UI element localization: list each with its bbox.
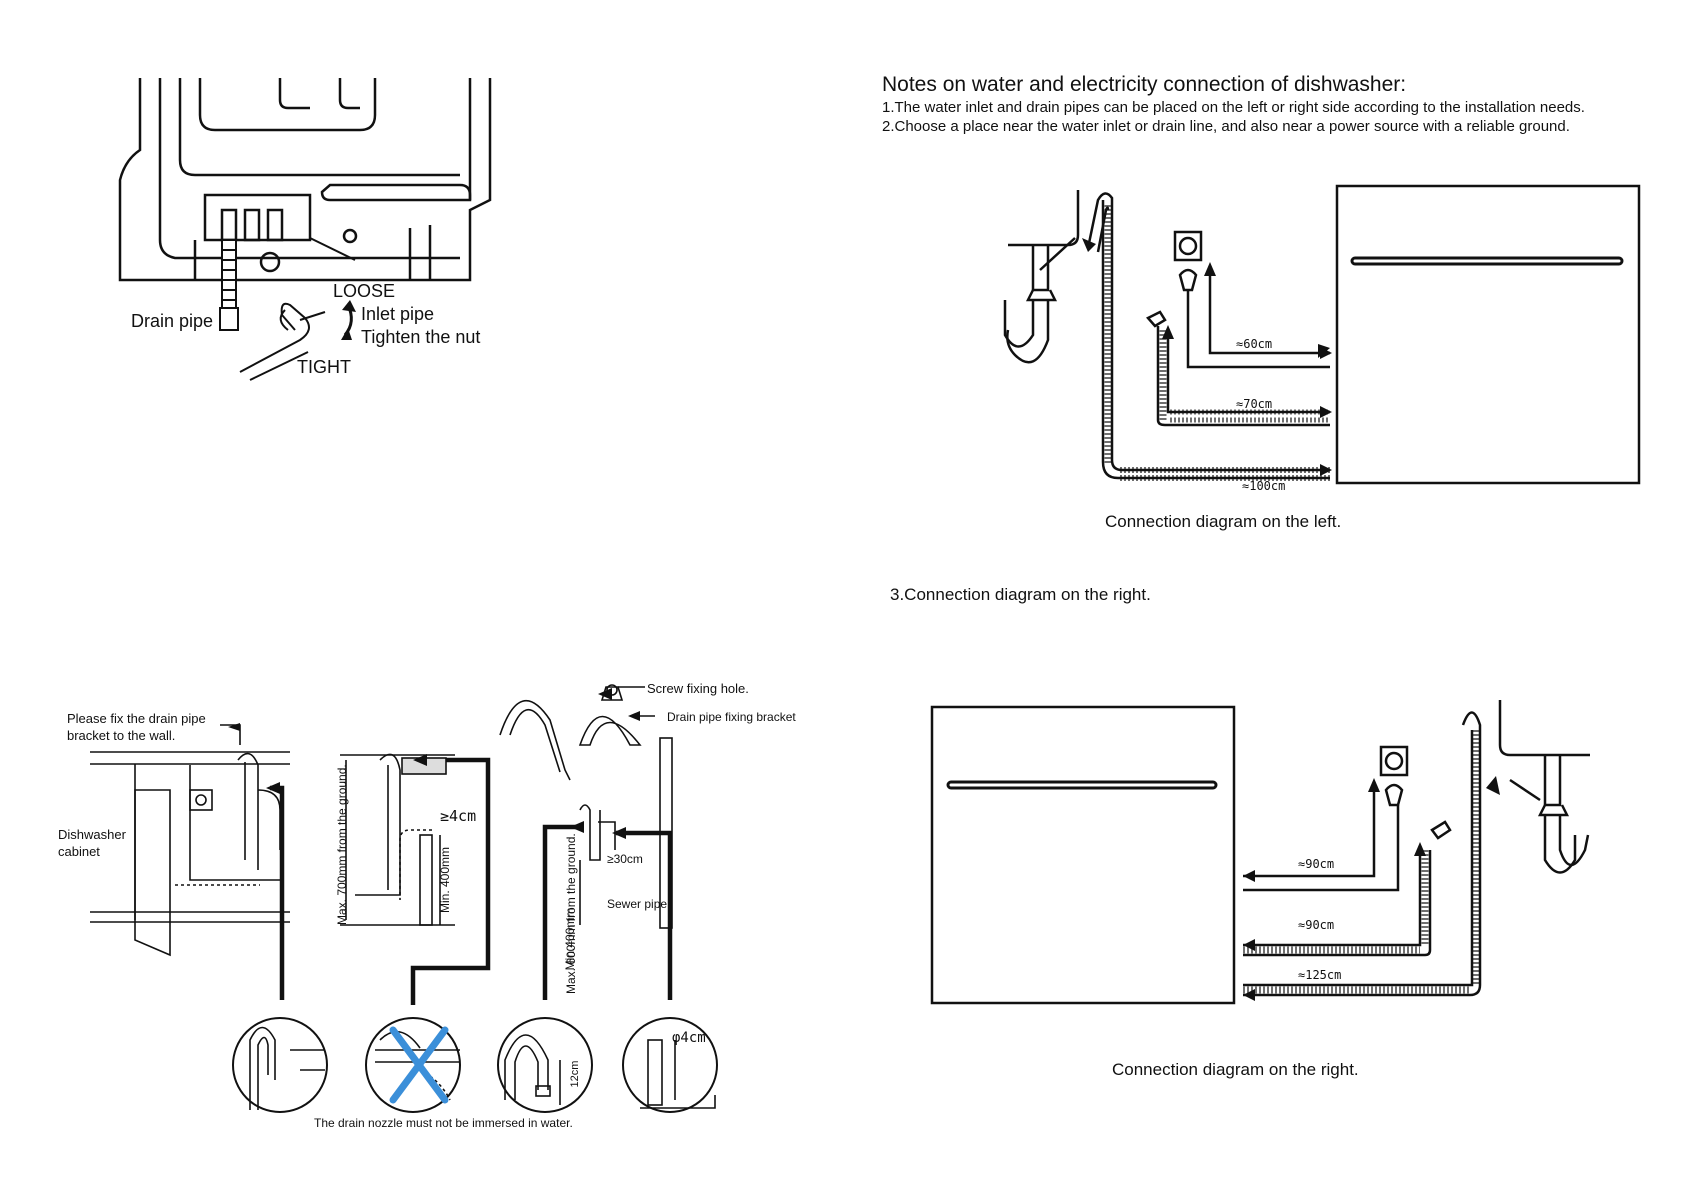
immersion-note: The drain nozzle must not be immersed in… [314, 1116, 573, 1130]
dishwasher-back-panel-illustration [118, 78, 492, 381]
note-item-1: 1.The water inlet and drain pipes can be… [882, 99, 1585, 116]
left-connection-illustration [1003, 184, 1641, 485]
min-400-label: Min. 400mm [438, 846, 452, 914]
loose-label: LOOSE [333, 281, 396, 301]
cabinet-label-line2: cabinet [58, 844, 100, 859]
dishwasher-box-right [930, 705, 1236, 1005]
drain-installation-illustration [90, 684, 718, 1113]
tight-label: TIGHT [297, 357, 351, 377]
right-dist-inlet: ≈90cm [1298, 918, 1335, 932]
bracket-note-line1: Please fix the drain pipe [67, 711, 206, 726]
left-dist-drain: ≈100cm [1242, 479, 1286, 493]
diameter-4cm-label: φ4cm [672, 1030, 706, 1046]
note-item-2: 2.Choose a place near the water inlet or… [882, 118, 1570, 135]
left-diagram-caption: Connection diagram on the left. [1105, 512, 1342, 531]
cabinet-label-line1: Dishwasher [58, 827, 126, 842]
screw-hole-label: Screw fixing hole. [647, 681, 749, 696]
dishwasher-box [1335, 184, 1641, 485]
note-item-3: 3.Connection diagram on the right. [890, 585, 1151, 604]
right-diagram-caption: Connection diagram on the right. [1112, 1060, 1359, 1079]
max-700-label: Max. 700mm from the ground. [335, 764, 349, 925]
right-dist-drain: ≈125cm [1298, 968, 1342, 982]
sewer-pipe-label: Sewer pipe [607, 897, 668, 911]
fixing-bracket-label: Drain pipe fixing bracket [667, 710, 796, 724]
inlet-pipe-label: Inlet pipe [361, 304, 435, 324]
right-dist-power: ≈90cm [1298, 857, 1335, 871]
gap-30cm-label: ≥30cm [607, 852, 643, 866]
gap-4cm-label: ≥4cm [440, 807, 477, 825]
min-400b-label: Min.400mm [563, 907, 577, 971]
notes-heading: Notes on water and electricity connectio… [882, 73, 1407, 96]
tighten-nut-label: Tighten the nut [361, 327, 481, 347]
height-12cm-label: 12cm [569, 1060, 581, 1088]
drain-pipe-label: Drain pipe [131, 311, 214, 331]
bracket-note-line2: bracket to the wall. [67, 728, 176, 743]
left-dist-inlet: ≈70cm [1236, 397, 1273, 411]
left-dist-power: ≈60cm [1236, 337, 1273, 351]
